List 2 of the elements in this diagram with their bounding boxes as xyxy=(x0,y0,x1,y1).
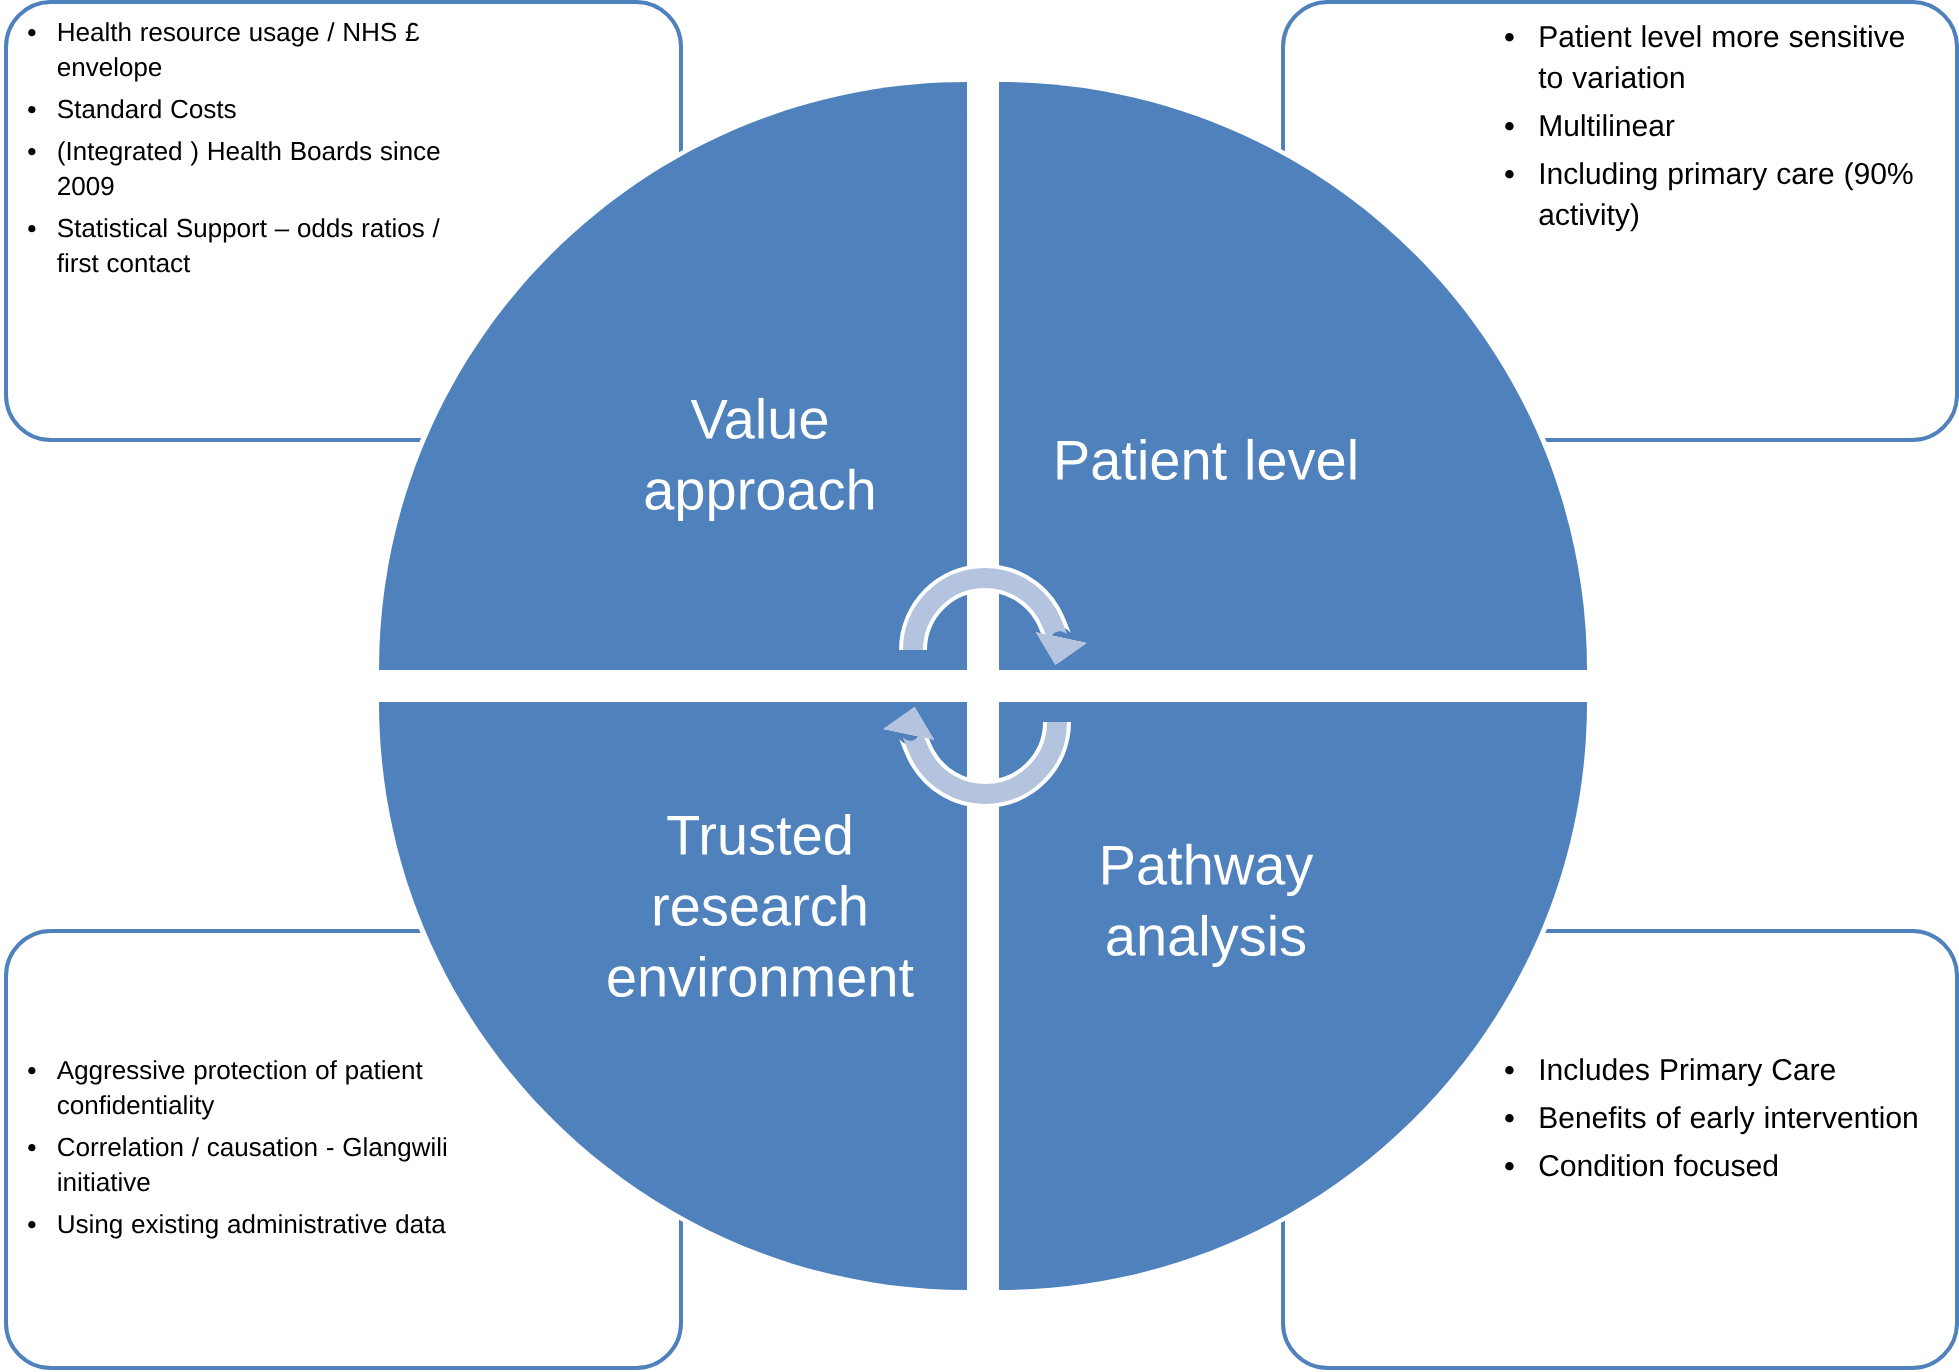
list-item: Health resource usage / NHS £ envelope xyxy=(28,22,420,82)
list-item: Standard Costs xyxy=(28,99,236,119)
